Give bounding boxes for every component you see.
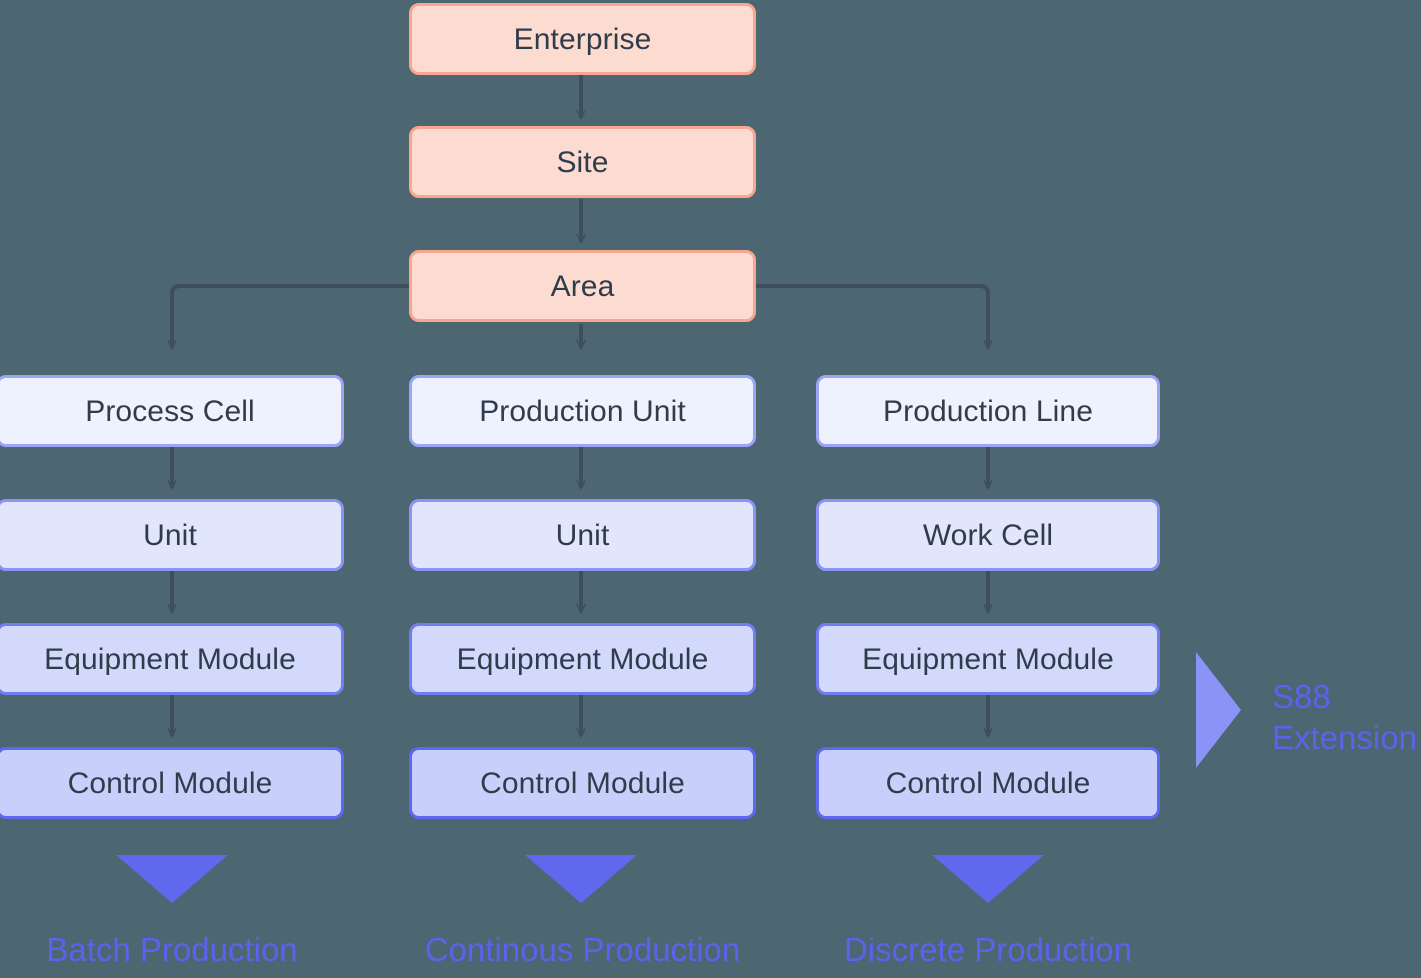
node-process-cell-label: Process Cell	[85, 394, 255, 428]
node-enterprise[interactable]: Enterprise	[409, 3, 756, 75]
node-batch-unit[interactable]: Unit	[0, 499, 344, 571]
outcome-triangle-continuous	[525, 855, 637, 903]
outcome-triangle-batch	[116, 855, 228, 903]
node-enterprise-label: Enterprise	[513, 22, 652, 56]
connector-area-production-line	[756, 284, 988, 348]
node-discrete-equipment-module[interactable]: Equipment Module	[816, 623, 1160, 695]
node-continuous-unit-label: Unit	[555, 518, 610, 552]
node-area-label: Area	[550, 269, 615, 303]
node-production-line[interactable]: Production Line	[816, 375, 1160, 447]
node-batch-equipment-module-label: Equipment Module	[44, 642, 296, 676]
node-work-cell[interactable]: Work Cell	[816, 499, 1160, 571]
node-batch-control-module-label: Control Module	[67, 766, 273, 800]
node-batch-control-module[interactable]: Control Module	[0, 747, 344, 819]
node-batch-equipment-module[interactable]: Equipment Module	[0, 623, 344, 695]
node-continuous-control-module[interactable]: Control Module	[409, 747, 756, 819]
node-discrete-control-module-label: Control Module	[885, 766, 1091, 800]
outcome-label-batch: Batch Production	[46, 931, 298, 968]
outcome-label-continuous: Continous Production	[424, 931, 741, 968]
connector-area-process-cell	[172, 284, 409, 348]
s88-extension-line-1: S88	[1272, 678, 1331, 715]
s88-extension-line-2: Extension	[1272, 719, 1417, 757]
node-area[interactable]: Area	[409, 250, 756, 322]
node-production-line-label: Production Line	[883, 394, 1093, 428]
s88-extension-arrow-icon	[1196, 652, 1241, 768]
node-batch-unit-label: Unit	[143, 518, 197, 552]
node-continuous-equipment-module-label: Equipment Module	[456, 642, 709, 676]
node-discrete-equipment-module-label: Equipment Module	[862, 642, 1114, 676]
node-work-cell-label: Work Cell	[922, 518, 1054, 552]
s88-extension-label: S88 Extension	[1272, 676, 1417, 759]
node-continuous-control-module-label: Control Module	[480, 766, 685, 800]
node-production-unit[interactable]: Production Unit	[409, 375, 756, 447]
node-process-cell[interactable]: Process Cell	[0, 375, 344, 447]
outcome-label-discrete: Discrete Production	[844, 931, 1132, 968]
node-production-unit-label: Production Unit	[479, 394, 686, 428]
node-site[interactable]: Site	[409, 126, 756, 198]
node-continuous-unit[interactable]: Unit	[409, 499, 756, 571]
node-discrete-control-module[interactable]: Control Module	[816, 747, 1160, 819]
node-continuous-equipment-module[interactable]: Equipment Module	[409, 623, 756, 695]
node-site-label: Site	[556, 145, 609, 179]
outcome-triangle-discrete	[932, 855, 1044, 903]
